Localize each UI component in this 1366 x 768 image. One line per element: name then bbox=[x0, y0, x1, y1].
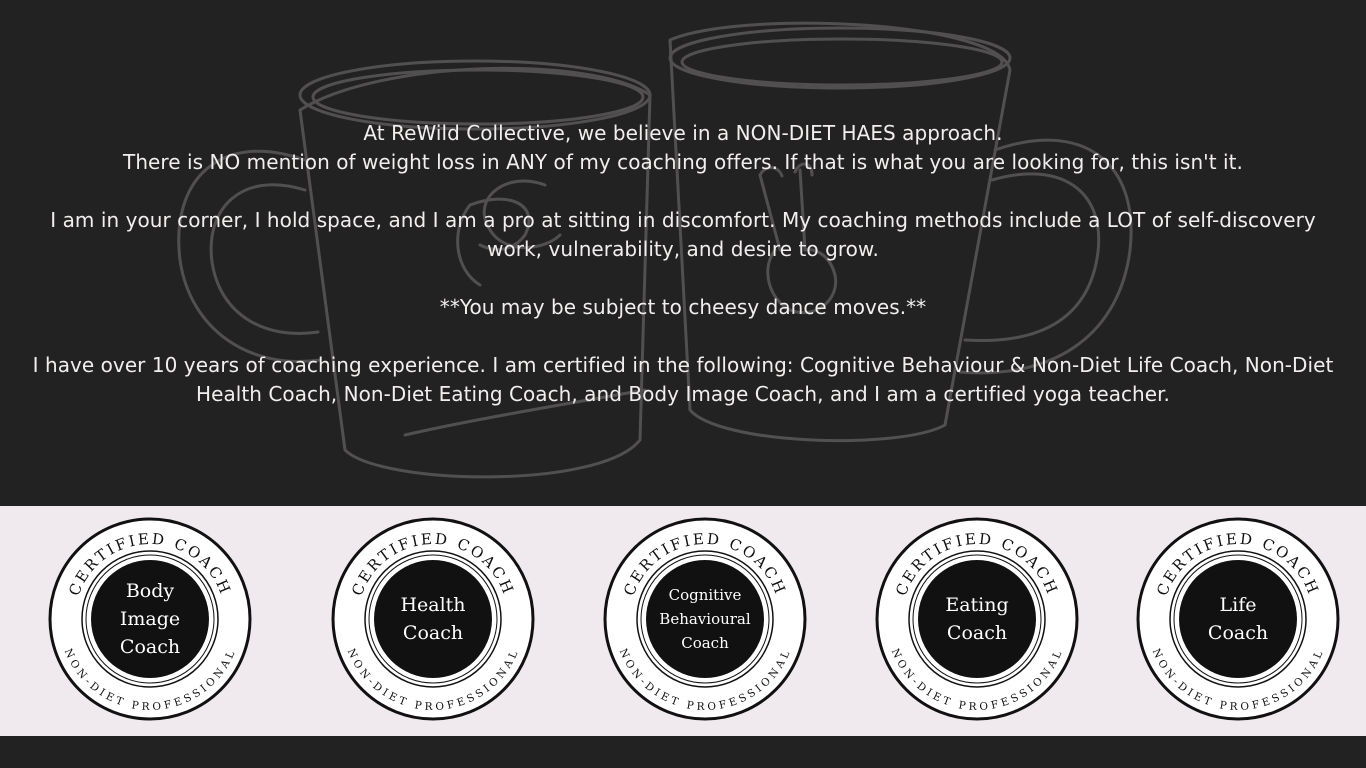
spacer bbox=[20, 177, 1346, 206]
seal-inner-ring bbox=[364, 550, 502, 688]
seal-inner-ring bbox=[640, 554, 770, 684]
badge-title-line: Behavioural bbox=[659, 610, 751, 628]
seal-center-disc bbox=[91, 560, 209, 678]
footer-strip bbox=[0, 736, 1366, 768]
badge-title-line: Coach bbox=[681, 634, 729, 652]
coaching-method-statement: I am in your corner, I hold space, and I… bbox=[50, 208, 1316, 261]
dance-moves-note: **You may be subject to cheesy dance mov… bbox=[439, 295, 927, 319]
badge-title-line: Coach bbox=[402, 622, 464, 644]
seal-inner-ring bbox=[1169, 550, 1307, 688]
about-copy: At ReWild Collective, we believe in a NO… bbox=[20, 119, 1346, 409]
seal-inner-ring bbox=[636, 550, 774, 688]
badge-title-line: Health bbox=[400, 594, 466, 616]
badge-title-line: Life bbox=[1219, 594, 1257, 616]
seal-inner-ring bbox=[81, 550, 219, 688]
badge-title-line: Eating bbox=[945, 594, 1009, 616]
seal-inner-ring bbox=[85, 554, 215, 684]
badge-title-line: Cognitive bbox=[668, 586, 742, 604]
badge-title-line: Coach bbox=[119, 636, 181, 658]
seal-center-disc bbox=[918, 560, 1036, 678]
spacer bbox=[20, 264, 1346, 293]
badge-title-line: Coach bbox=[946, 622, 1008, 644]
seal-center-disc bbox=[374, 560, 492, 678]
approach-statement: At ReWild Collective, we believe in a NO… bbox=[363, 121, 1003, 145]
seal-inner-ring bbox=[368, 554, 498, 684]
no-weight-loss-statement: There is NO mention of weight loss in AN… bbox=[123, 150, 1243, 174]
spacer bbox=[20, 322, 1346, 351]
about-section: At ReWild Collective, we believe in a NO… bbox=[20, 21, 1346, 479]
experience-statement: I have over 10 years of coaching experie… bbox=[32, 353, 1334, 406]
seal-center-disc bbox=[646, 560, 764, 678]
badge-title-line: Body Image bbox=[119, 580, 181, 630]
badge-title-line: Coach bbox=[1207, 622, 1269, 644]
seal-inner-ring bbox=[1173, 554, 1303, 684]
mugs-background-illustration bbox=[177, 21, 1133, 479]
seal-inner-ring bbox=[908, 550, 1046, 688]
seal-inner-ring bbox=[912, 554, 1042, 684]
seal-center-disc bbox=[1179, 560, 1297, 678]
